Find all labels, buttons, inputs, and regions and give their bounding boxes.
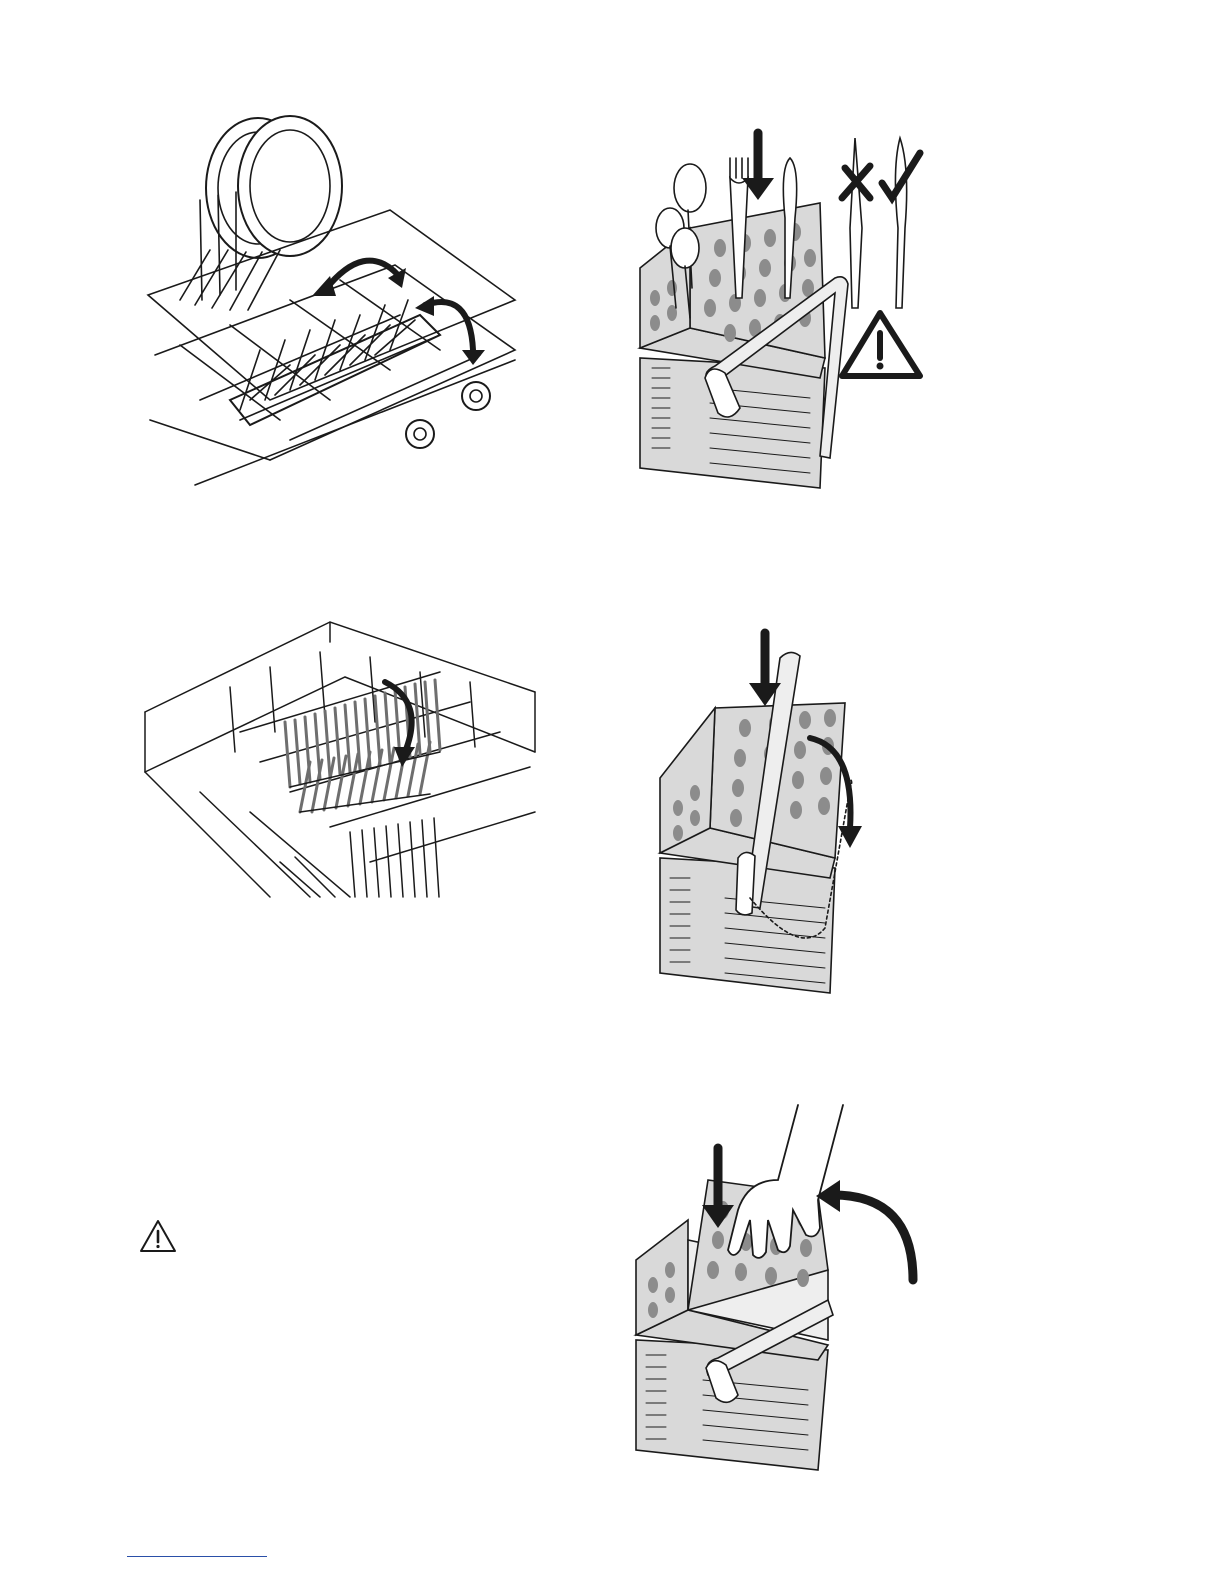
basket-lid-illustration [628, 1100, 928, 1474]
fold-rack-illustration [140, 612, 540, 902]
cutlery-basket-illustration [630, 128, 930, 490]
warning-triangle-icon [138, 1218, 178, 1254]
basket-handle-illustration [650, 628, 880, 996]
plate-rack-illustration [140, 100, 530, 490]
footer-rule [127, 1556, 267, 1557]
